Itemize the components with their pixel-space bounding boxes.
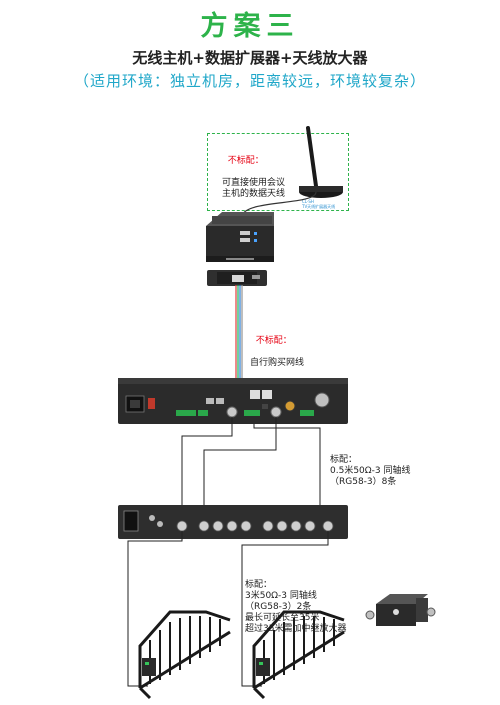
extender-base-unit [207,270,267,286]
antenna-note: 不标配： 可直接使用会议 主机的数据天线 [222,156,286,199]
antenna-tag-line2: TV天线扩展器天线 [301,203,335,209]
antenna-tag-line1: CL-SH [302,199,314,204]
coax-cables-short [181,417,321,518]
directional-antenna-left [138,610,231,700]
page-title: 方案三 [200,11,300,42]
antenna-note-prefix: 不标配 [227,156,255,166]
network-note-prefix: 不标配 [255,336,283,346]
directional-antenna-right [252,610,345,700]
antenna-cable [242,191,317,215]
network-cables [235,285,243,395]
network-note-text: 自行购买网线 [250,358,305,368]
antenna-note-text: 可直接使用会议 主机的数据天线 [222,178,286,199]
scheme-subtitle: 无线主机+数据扩展器+天线放大器 [132,49,368,67]
network-note: 不标配： 自行购买网线 [250,336,305,368]
environment-text: （适用环境：独立机房，距离较远，环境较复杂） [73,72,426,90]
antenna-dashed-box [207,133,349,211]
antenna-amplifier-device [365,594,436,626]
data-antenna-icon [299,126,343,198]
coax-cables-long [127,531,329,687]
data-extender-device [206,212,274,262]
splitter-bnc-ports [176,520,334,532]
coax-short-note: 标配： 0.5米50Ω-3 同轴线 （RG58-3）8条 [330,455,411,487]
wireless-main-unit [118,378,348,424]
coax-long-note: 标配： 3米50Ω-3 同轴线 （RG58-3）2条 最长可延长至35米 超过3… [245,580,347,634]
